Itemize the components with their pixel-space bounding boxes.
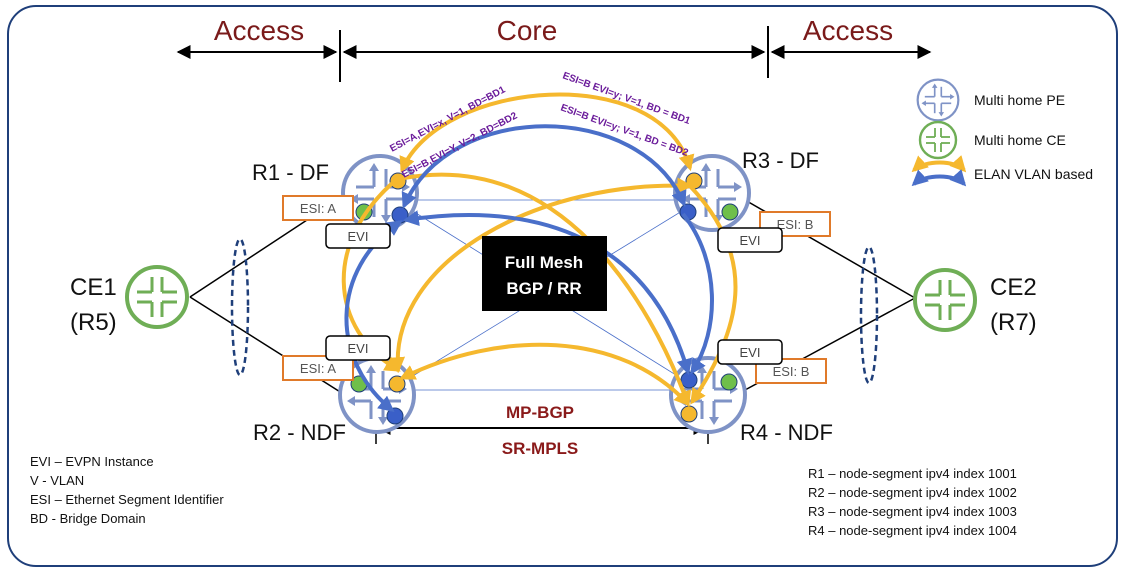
svg-text:EVI: EVI xyxy=(348,229,369,244)
evi-box-r2: EVI xyxy=(325,335,391,361)
glossary: EVI – EVPN Instance V - VLAN ESI – Ether… xyxy=(30,454,224,526)
label-ce1-name: CE1 xyxy=(70,274,117,301)
full-mesh-line1: Full Mesh xyxy=(505,253,583,272)
ce2-icon[interactable] xyxy=(913,268,977,332)
lag-ellipse-right xyxy=(859,245,879,385)
legend-ce-icon xyxy=(918,120,958,160)
glossary-esi: ESI – Ethernet Segment Identifier xyxy=(30,492,224,507)
label-ce2-name: CE2 xyxy=(990,274,1037,301)
label-r3: R3 - DF xyxy=(742,148,819,173)
lag-ellipse-left xyxy=(230,237,250,377)
svg-text:ESI: B: ESI: B xyxy=(777,217,814,232)
legend-elan-icon xyxy=(911,155,967,187)
evi-box-r3: EVI xyxy=(717,227,783,253)
evi-box-r1: EVI xyxy=(325,223,391,249)
svg-text:ESI: A: ESI: A xyxy=(300,201,336,216)
section-dividers xyxy=(176,26,932,82)
label-r2: R2 - NDF xyxy=(253,420,346,445)
protocol-sr-mpls: SR-MPLS xyxy=(502,439,579,458)
section-core: Core xyxy=(497,15,558,46)
glossary-v: V - VLAN xyxy=(30,473,84,488)
glossary-bd: BD - Bridge Domain xyxy=(30,511,146,526)
legend: Multi home PE Multi home CE ELAN VLAN ba… xyxy=(911,78,1093,187)
svg-text:ESI: A: ESI: A xyxy=(300,361,336,376)
evi-box-r4: EVI xyxy=(717,339,783,365)
section-access-left: Access xyxy=(214,15,304,46)
full-mesh-box: Full Mesh BGP / RR xyxy=(482,236,607,311)
full-mesh-line2: BGP / RR xyxy=(506,279,581,298)
legend-ce-label: Multi home CE xyxy=(974,132,1066,148)
segment-r2: R2 – node-segment ipv4 index 1002 xyxy=(808,485,1017,500)
router-r4-icon[interactable] xyxy=(669,356,747,434)
section-access-right: Access xyxy=(803,15,893,46)
svg-text:ESI: B: ESI: B xyxy=(773,364,810,379)
svg-text:EVI: EVI xyxy=(740,233,761,248)
legend-pe-icon xyxy=(916,78,960,122)
glossary-evi: EVI – EVPN Instance xyxy=(30,454,154,469)
label-ce1-id: (R5) xyxy=(70,309,117,336)
label-r1: R1 - DF xyxy=(252,160,329,185)
legend-elan-label: ELAN VLAN based xyxy=(974,166,1093,182)
label-r4: R4 - NDF xyxy=(740,420,833,445)
protocol-mp-bgp: MP-BGP xyxy=(506,403,574,422)
route-label-a1: ESI=A,EVI=x, V=1, BD=BD1 xyxy=(388,84,507,154)
ce1-icon[interactable] xyxy=(125,265,189,329)
node-segments: R1 – node-segment ipv4 index 1001 R2 – n… xyxy=(808,466,1017,538)
segment-r1: R1 – node-segment ipv4 index 1001 xyxy=(808,466,1017,481)
segment-r4: R4 – node-segment ipv4 index 1004 xyxy=(808,523,1017,538)
legend-pe-label: Multi home PE xyxy=(974,92,1065,108)
outer-frame xyxy=(7,5,1118,567)
esi-box-r1: ESI: A xyxy=(282,195,354,221)
segment-r3: R3 – node-segment ipv4 index 1003 xyxy=(808,504,1017,519)
svg-text:EVI: EVI xyxy=(348,341,369,356)
svg-text:EVI: EVI xyxy=(740,345,761,360)
label-ce2-id: (R7) xyxy=(990,309,1037,336)
